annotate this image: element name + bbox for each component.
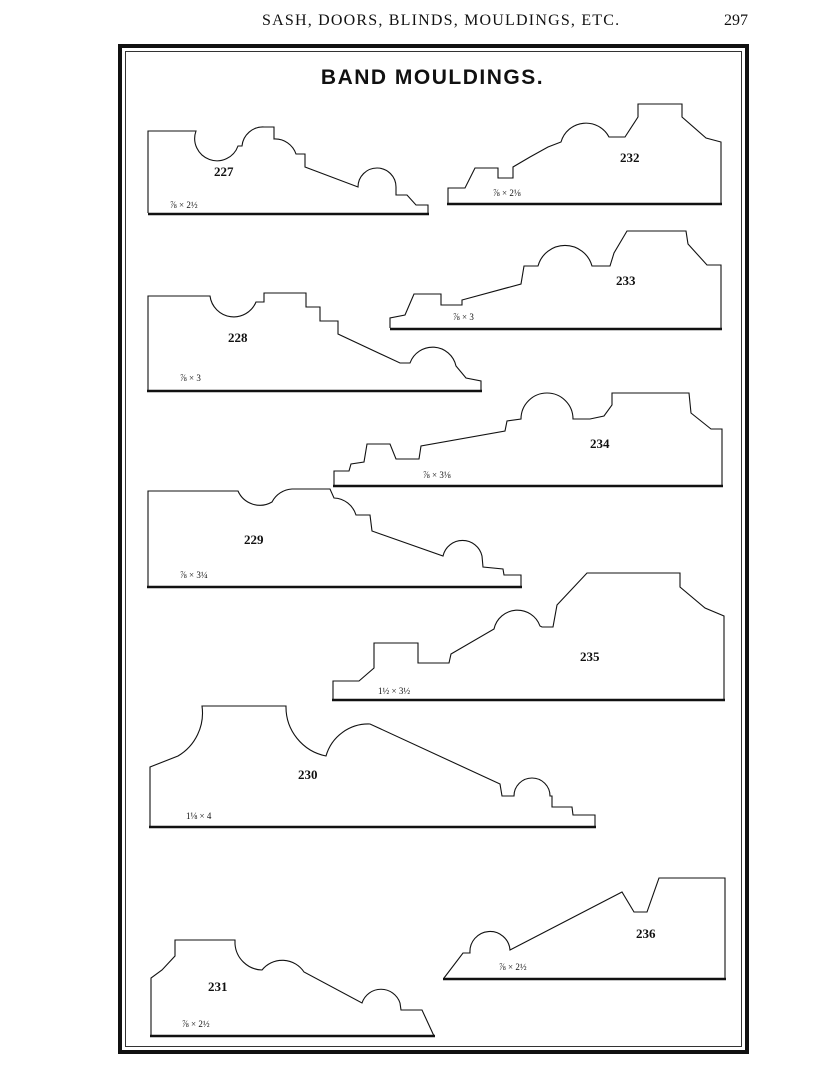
moulding-232-number: 232: [620, 150, 640, 165]
moulding-236-number: 236: [636, 926, 656, 941]
moulding-231-profile: [150, 939, 435, 1037]
moulding-227-size: ⅞ × 2½: [170, 200, 198, 210]
moulding-229-profile: [147, 488, 522, 587]
moulding-232-profile: [447, 103, 722, 204]
moulding-235-size: 1½ × 3½: [378, 686, 410, 696]
moulding-233: 233 ⅞ × 3: [389, 230, 722, 331]
moulding-236: 236 ⅞ × 2½: [443, 877, 726, 981]
moulding-233-number: 233: [616, 273, 636, 288]
moulding-232-size: ⅞ × 2⅛: [493, 188, 521, 198]
moulding-227-number: 227: [214, 164, 234, 179]
moulding-234-number: 234: [590, 436, 610, 451]
moulding-229: 229 ⅞ × 3¼: [147, 488, 522, 589]
moulding-235-profile: [332, 572, 725, 700]
moulding-234-size: ⅞ × 3⅛: [423, 470, 451, 480]
moulding-230-profile: [149, 705, 596, 827]
moulding-230: 230 1⅛ × 4: [149, 705, 596, 829]
moulding-231: 231 ⅞ × 2½: [150, 939, 435, 1038]
moulding-235-number: 235: [580, 649, 600, 664]
moulding-230-size: 1⅛ × 4: [186, 811, 212, 821]
moulding-231-size: ⅞ × 2½: [182, 1019, 210, 1029]
moulding-228-profile: [147, 292, 482, 391]
moulding-234: 234 ⅞ × 3⅛: [333, 392, 723, 488]
moulding-228-size: ⅞ × 3: [180, 373, 201, 383]
moulding-229-size: ⅞ × 3¼: [180, 570, 208, 580]
moulding-236-size: ⅞ × 2½: [499, 962, 527, 972]
plate-frame-inner: [125, 51, 742, 1047]
plate-frame: [118, 44, 749, 1054]
running-title: SASH, DOORS, BLINDS, MOULDINGS, ETC.: [262, 12, 621, 29]
page-number: 297: [724, 12, 748, 29]
moulding-233-size: ⅞ × 3: [453, 312, 474, 322]
moulding-231-number: 231: [208, 979, 228, 994]
running-head: SASH, DOORS, BLINDS, MOULDINGS, ETC. 297: [0, 12, 835, 36]
moulding-230-number: 230: [298, 767, 318, 782]
moulding-227: 227 ⅞ × 2½: [147, 126, 429, 216]
moulding-235: 235 1½ × 3½: [332, 572, 725, 702]
moulding-232: 232 ⅞ × 2⅛: [447, 103, 722, 206]
moulding-229-number: 229: [244, 532, 264, 547]
moulding-228: 228 ⅞ × 3: [147, 292, 482, 393]
moulding-227-profile: [147, 126, 429, 213]
moulding-234-profile: [333, 392, 723, 486]
plate-title: BAND MOULDINGS.: [320, 66, 545, 89]
moulding-233-profile: [389, 230, 722, 328]
moulding-228-number: 228: [228, 330, 248, 345]
moulding-236-profile: [443, 877, 726, 979]
